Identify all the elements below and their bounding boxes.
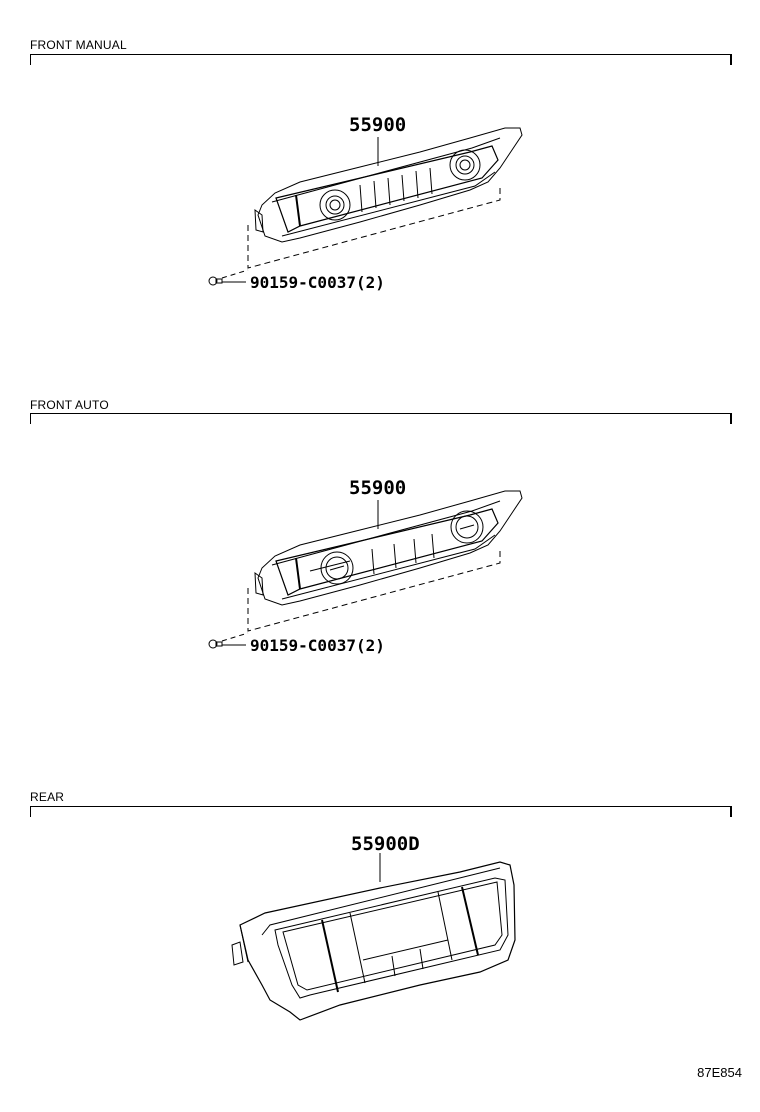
ac-control-panel-auto-drawing	[208, 490, 523, 649]
part-number-rear[interactable]: 55900D	[351, 833, 420, 855]
screw-part-number-front-manual[interactable]: 90159-C0037(2)	[250, 273, 385, 292]
section-bracket-rear	[30, 806, 732, 817]
section-bracket-front-manual	[30, 54, 732, 65]
section-bracket-front-auto	[30, 413, 732, 424]
section-title-rear: REAR	[30, 790, 65, 804]
part-number-front-manual[interactable]: 55900	[349, 114, 407, 136]
screw-icon	[208, 639, 246, 649]
part-number-front-auto[interactable]: 55900	[349, 477, 407, 499]
screw-icon	[208, 276, 246, 286]
screw-part-number-front-auto[interactable]: 90159-C0037(2)	[250, 636, 385, 655]
rear-ac-control-panel-drawing	[231, 853, 516, 1021]
ac-control-panel-manual-drawing	[208, 127, 523, 286]
diagram-reference-code: 87E854	[697, 1065, 742, 1080]
section-title-front-auto: FRONT AUTO	[30, 398, 109, 412]
section-title-front-manual: FRONT MANUAL	[30, 38, 127, 52]
